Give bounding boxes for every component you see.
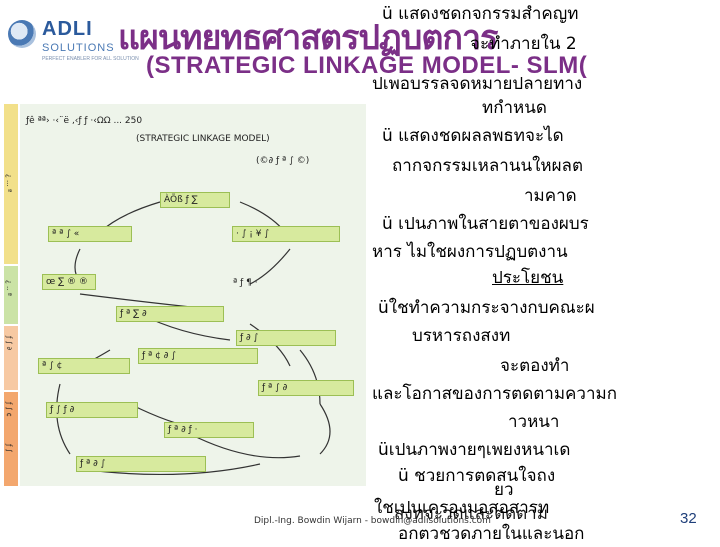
diagram-box: œ ∑ ® ®	[42, 274, 96, 290]
diagram-box: ƒ ∂ ∫	[236, 330, 336, 346]
diagram-box: ƒ ª ∑ ∂	[116, 306, 224, 322]
perspective-label: ƒ ∫	[5, 444, 13, 453]
perspective-band-1	[4, 104, 18, 264]
bullet-line: ü เปนภาพในสายตาของผบร	[382, 214, 589, 234]
company-logo: ADLI SOLUTIONS PERFECT ENABLER FOR ALL S…	[6, 14, 139, 66]
logo-name: ADLI	[42, 18, 93, 40]
bullet-line: จะทำภายใน 2	[470, 34, 577, 54]
diagram-box: ƒ ª ∂ ∫	[76, 456, 206, 472]
perspective-band-4	[4, 392, 18, 486]
diagram-box: ª ª ∫ «	[48, 226, 132, 242]
bullet-line: üใชทำความกระจางกบคณะผ	[378, 298, 595, 318]
bullet-line: หาร ไมใชผงการปฏบตงาน	[372, 242, 568, 262]
footer-author: Dipl.-Ing. Bowdin Wijarn - bowdin@adliso…	[254, 516, 491, 526]
perspective-band-2	[4, 266, 18, 324]
bullet-line: ปเพอบรรลจดหมายปลายทาง	[372, 74, 583, 94]
diagram-canvas: ƒê ªª› ·‹¨ë ‚‹ƒ ƒ ·‹ΩΩ ... 250 (STRATEGI…	[20, 104, 366, 486]
diagram-box: · ∫ ¡ ¥ ∫	[232, 226, 340, 242]
diagram-box: ÀÕß ƒ ∑	[160, 192, 230, 208]
strategic-linkage-diagram: ƒê ªª› ·‹¨ë ‚‹ƒ ƒ ·‹ΩΩ ... 250 (STRATEGI…	[4, 104, 366, 486]
perspective-label: ¿ ... ª	[5, 174, 13, 193]
bullet-line: จะตองทำ	[500, 356, 570, 376]
bullet-line: บรหารถงสงท	[412, 326, 511, 346]
slide-title-thai: แผนทยทธศาสตรปฏบตการ	[118, 18, 498, 58]
diagram-box: ƒ ª ¢ ∂ ∫	[138, 348, 258, 364]
arrow	[189, 433, 301, 459]
logo-emblem-icon	[8, 20, 36, 48]
logo-tagline: PERFECT ENABLER FOR ALL SOLUTION	[42, 56, 139, 62]
diagram-box: ƒ ∫ ƒ ∂	[46, 402, 138, 418]
arrow	[299, 349, 321, 405]
bullet-line: ามคาด	[524, 186, 577, 206]
page-number: 32	[680, 510, 697, 527]
bullet-line: ü ชวยการตดสนใจถง	[398, 466, 556, 486]
bullet-line: ถากจกรรมเหลานนใหผลต	[392, 156, 584, 176]
perspective-band-3	[4, 326, 18, 390]
bullet-line: าวหนา	[508, 412, 560, 432]
bullet-line: ü แสดงชดผลลพธทจะได	[382, 126, 564, 146]
arrow	[319, 403, 331, 455]
bullet-line: ü แสดงชดกจกรรมสำคญท	[382, 4, 579, 24]
bullet-line: üเปนภาพงายๆเพยงหนาเด	[378, 440, 571, 460]
perspective-label: ¿ .. ª	[5, 280, 13, 296]
diagram-box: ª ∫ ¢	[38, 358, 130, 374]
bullet-line: ทกำหนด	[482, 98, 547, 118]
bullet-line: ใชเปนเครองมอสอสารท	[374, 498, 550, 518]
bullet-line: สงทจะวดและตดตาม	[394, 504, 548, 524]
diagram-box: ƒ ª ∫ ∂	[258, 380, 354, 396]
bullet-line: ยว	[494, 480, 514, 500]
logo-subname: SOLUTIONS	[42, 42, 115, 54]
diagram-box: ƒ ª ∂ ƒ ·	[164, 422, 254, 438]
arrow	[56, 383, 71, 455]
arrow	[249, 248, 291, 285]
bullet-line: และโอกาสของการตดตามความก	[372, 384, 617, 404]
bullet-line: อกตวชวดภายในและนอก	[398, 524, 585, 544]
diagram-legend: (©∂ ƒ ª ∫ ©)	[256, 156, 310, 166]
diagram-subheader: (STRATEGIC LINKAGE MODEL)	[136, 134, 270, 144]
bullet-heading-benefits: ประโยชน	[492, 268, 564, 288]
diagram-box: ª ƒ ¶ ·	[233, 278, 258, 288]
diagram-header: ƒê ªª› ·‹¨ë ‚‹ƒ ƒ ·‹ΩΩ ... 250	[26, 116, 143, 126]
perspective-label: ƒ ∫ ¢	[5, 402, 13, 418]
slide-title-english: (STRATEGIC LINKAGE MODEL- SLM(	[146, 52, 588, 79]
perspective-label: ƒ ∫ ∂	[5, 336, 13, 351]
